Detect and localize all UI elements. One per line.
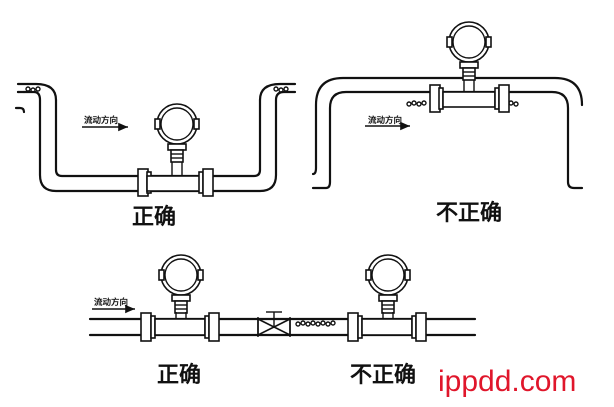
diagram-top-right: 流动方向 不正确	[311, 21, 584, 226]
caption-correct: 正确	[132, 204, 176, 230]
diagram-top-left: 流动方向 正确	[14, 82, 297, 230]
flow-label: 流动方向	[94, 297, 128, 308]
caption-correct: 正确	[157, 362, 201, 388]
watermark: ippdd.com	[438, 365, 576, 398]
air-bubbles-bottom	[295, 320, 336, 327]
air-bubbles-left	[25, 86, 289, 93]
diagram-bottom: 流动方向 正确 不正确	[88, 254, 477, 388]
valve-icon	[257, 311, 291, 337]
flowmeter-icon	[446, 21, 492, 81]
caption-incorrect: 不正确	[436, 200, 502, 226]
flow-label: 流动方向	[84, 115, 118, 126]
caption-incorrect: 不正确	[350, 362, 416, 388]
flowmeter-icon	[158, 254, 204, 314]
flowmeter-icon	[154, 103, 200, 163]
flowmeter-icon	[365, 254, 411, 314]
flow-label: 流动方向	[368, 115, 402, 126]
